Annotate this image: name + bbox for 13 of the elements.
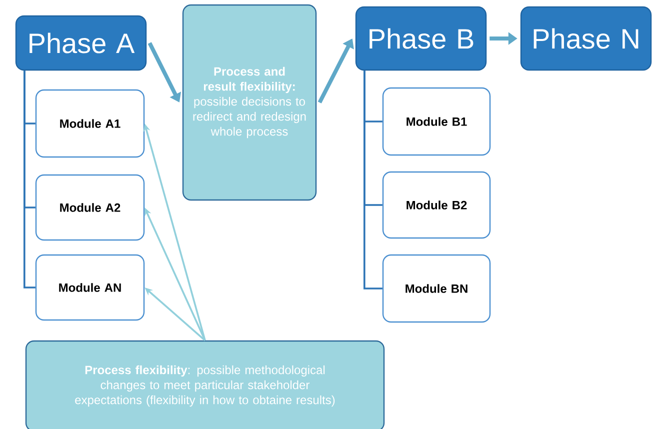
- phase-box: Phase A: [15, 15, 147, 71]
- module-box: Module AN: [35, 254, 145, 321]
- connector-line: [24, 70, 36, 288]
- module-box: Module A1: [35, 89, 145, 158]
- module-box: Module BN: [382, 254, 491, 323]
- callout-box: Process flexibility: possible methodological changes to meet particular stakeholder expectations (flexibility in how to obtaine results): [25, 340, 385, 429]
- connector-line: [364, 70, 382, 290]
- module-box: Module A2: [35, 174, 145, 241]
- module-box: Module B2: [382, 171, 491, 239]
- module-box: Module B1: [382, 87, 491, 156]
- phase-box: Phase N: [520, 6, 652, 71]
- phase-box: Phase B: [355, 6, 487, 71]
- callout-box: Process and result flexibility: possible decisions to redirect and redesign whole process: [182, 4, 317, 201]
